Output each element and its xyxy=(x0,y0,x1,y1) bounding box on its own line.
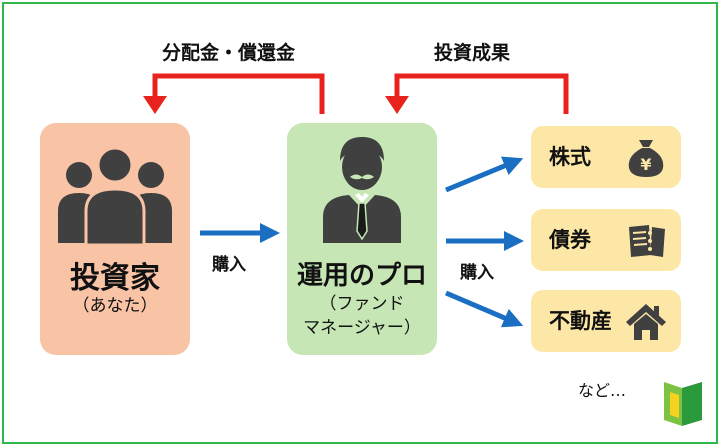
investor-subtitle: （あなた） xyxy=(72,296,158,316)
returns-label: 投資成果 xyxy=(434,42,511,64)
fund-manager-subtitle-2: マネージャー） xyxy=(303,318,421,338)
asset-bonds-label: 債券 xyxy=(549,228,591,252)
svg-text:¥: ¥ xyxy=(640,155,651,174)
purchase-label-right: 購入 xyxy=(460,263,494,283)
asset-stocks-box: 株式 ¥ xyxy=(531,126,681,188)
brand-logo-icon xyxy=(664,382,702,426)
businessman-icon xyxy=(323,137,401,243)
fund-manager-subtitle-1: （ファンド xyxy=(319,294,405,314)
investor-box: 投資家 （あなた） xyxy=(40,123,190,355)
distribution-arrowhead xyxy=(143,96,167,114)
asset-bonds-box: 債券 xyxy=(531,209,681,271)
fund-manager-box: 運用のプロ （ファンド マネージャー） xyxy=(287,123,437,355)
purchase-arrow-to-stocks xyxy=(445,156,524,193)
returns-arrow xyxy=(394,73,569,114)
purchase-label-left: 購入 xyxy=(212,255,246,275)
asset-realestate-label: 不動産 xyxy=(549,309,612,333)
etc-label: など… xyxy=(578,381,627,400)
investor-title: 投資家 xyxy=(70,261,160,296)
diagram-frame xyxy=(2,2,718,444)
asset-realestate-box: 不動産 xyxy=(531,290,681,352)
returns-arrowhead xyxy=(385,96,409,114)
asset-stocks-label: 株式 xyxy=(549,145,591,169)
purchase-arrow-to-realestate xyxy=(445,290,524,328)
house-icon xyxy=(626,304,666,340)
people-icon xyxy=(58,146,172,245)
distribution-label: 分配金・償還金 xyxy=(162,42,296,64)
bond-certificate-icon xyxy=(629,225,665,257)
fund-manager-title: 運用のプロ xyxy=(296,261,427,291)
distribution-arrow xyxy=(152,73,325,114)
money-bag-icon: ¥ xyxy=(628,140,664,177)
